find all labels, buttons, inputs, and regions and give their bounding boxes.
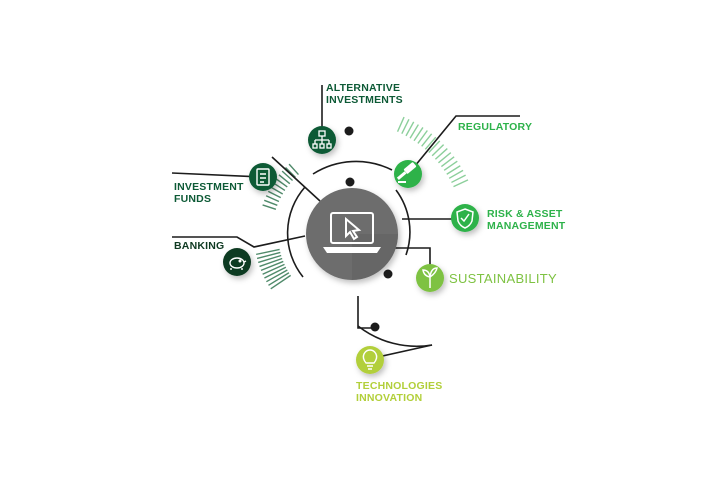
hatched-arcs xyxy=(255,116,469,290)
shield-icon xyxy=(456,208,474,229)
arc-top xyxy=(312,160,393,175)
hatch-banking xyxy=(258,254,282,264)
line-technologies xyxy=(357,296,374,329)
connector-dots xyxy=(344,126,393,332)
line-funds-to-center xyxy=(271,156,321,202)
label-banking: BANKING xyxy=(174,240,225,252)
hatch-investment-funds xyxy=(267,190,282,199)
document-icon xyxy=(256,168,270,186)
hatch-regulatory xyxy=(396,116,405,132)
node-regulatory[interactable] xyxy=(394,160,422,188)
node-risk-asset-management[interactable] xyxy=(451,204,479,232)
hatch-banking xyxy=(270,274,292,290)
hatch-banking xyxy=(266,269,288,283)
hatch-banking xyxy=(262,263,285,275)
hatch-regulatory xyxy=(440,156,455,168)
hatch-investment-funds xyxy=(272,182,286,192)
hatch-regulatory xyxy=(443,160,458,171)
lightbulb-icon xyxy=(362,349,378,370)
hatch-regulatory xyxy=(401,119,410,135)
hatch-banking xyxy=(255,248,280,256)
hatch-regulatory xyxy=(405,121,415,137)
label-sustainability: SUSTAINABILITY xyxy=(449,271,557,286)
hatch-regulatory xyxy=(424,136,437,150)
hatch-investment-funds xyxy=(265,195,280,203)
hatch-investment-funds xyxy=(278,174,291,185)
sprout-icon xyxy=(422,267,438,288)
line-banking xyxy=(172,235,306,248)
center-node[interactable] xyxy=(306,188,398,280)
laptop-cursor-icon xyxy=(323,212,381,253)
node-banking[interactable] xyxy=(223,248,251,276)
hatch-regulatory xyxy=(431,144,445,157)
piggy-bank-icon xyxy=(229,257,247,270)
hatch-regulatory xyxy=(438,152,452,164)
hatch-investment-funds xyxy=(285,167,296,178)
hatch-banking xyxy=(264,266,287,279)
hatch-banking xyxy=(260,260,284,272)
hatch-regulatory xyxy=(434,148,448,160)
hatch-investment-funds xyxy=(275,178,288,188)
label-risk-asset-management: RISK & ASSET MANAGEMENT xyxy=(487,208,566,232)
dot xyxy=(344,126,354,136)
arc-bottom xyxy=(357,325,433,348)
dot xyxy=(383,269,393,279)
label-regulatory: REGULATORY xyxy=(458,121,533,133)
hatch-investment-funds xyxy=(288,163,299,176)
line-investment-funds xyxy=(171,172,264,178)
hatch-banking xyxy=(256,251,281,260)
hatch-investment-funds xyxy=(270,186,284,195)
dot xyxy=(345,177,355,187)
hatch-regulatory xyxy=(421,133,433,147)
label-alternative-investments: ALTERNATIVE INVESTMENTS xyxy=(326,82,403,106)
org-chart-icon xyxy=(312,130,332,149)
label-investment-funds: INVESTMENT FUNDS xyxy=(174,181,244,205)
hatch-regulatory xyxy=(409,124,419,139)
arc-left xyxy=(286,186,306,278)
hatch-banking xyxy=(268,272,290,286)
hatch-investment-funds xyxy=(262,204,277,210)
hatch-regulatory xyxy=(428,140,441,153)
node-technologies-innovation[interactable] xyxy=(356,346,384,374)
line-tech-to-node xyxy=(377,344,433,358)
node-investment-funds[interactable] xyxy=(249,163,277,191)
hatch-banking xyxy=(259,257,283,268)
hatch-investment-funds xyxy=(281,170,294,181)
gavel-icon xyxy=(396,162,417,183)
hatch-regulatory xyxy=(453,179,469,188)
hatch-regulatory xyxy=(446,165,461,175)
arc-right xyxy=(395,189,411,256)
node-alternative-investments[interactable] xyxy=(308,126,336,154)
label-technologies-innovation: TECHNOLOGIES INNOVATION xyxy=(356,380,443,404)
hatch-regulatory xyxy=(451,174,466,184)
dot xyxy=(370,322,380,332)
hatch-regulatory xyxy=(417,130,428,144)
node-sustainability[interactable] xyxy=(416,264,444,292)
hatch-regulatory xyxy=(448,169,464,179)
line-regulatory xyxy=(409,115,520,173)
hatch-investment-funds xyxy=(263,199,278,206)
hatch-regulatory xyxy=(413,127,424,142)
